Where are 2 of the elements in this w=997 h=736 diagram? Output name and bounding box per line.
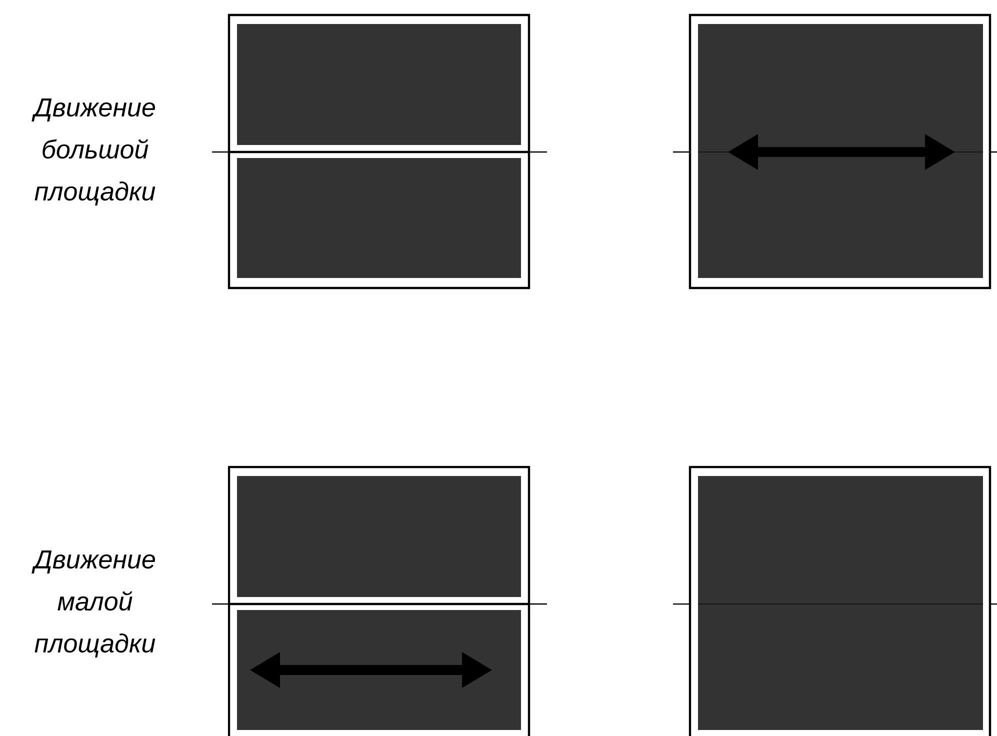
side-label: Движение большой площадки: [32, 98, 156, 206]
side-label: Движение малой площадки: [32, 550, 156, 658]
